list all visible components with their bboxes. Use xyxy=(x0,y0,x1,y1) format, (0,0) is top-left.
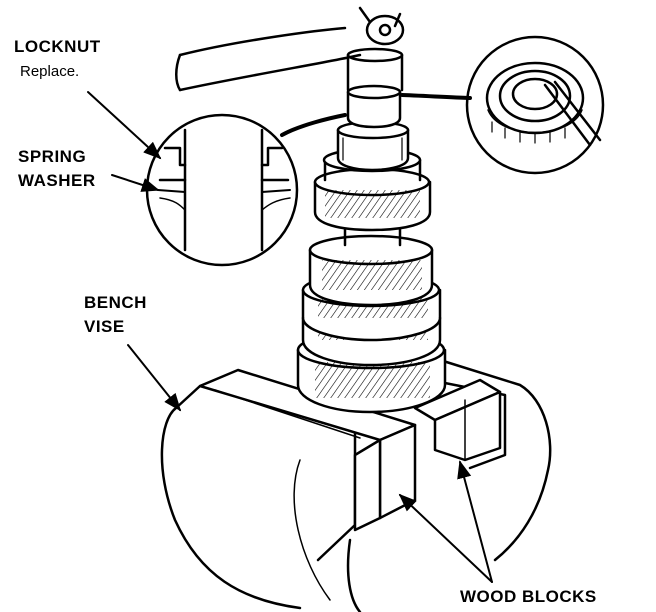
arrow-bench-vise xyxy=(128,345,182,412)
arrow-wood-block-right xyxy=(457,460,492,582)
label-washer: WASHER xyxy=(18,171,96,190)
wood-block-right-front xyxy=(435,392,500,460)
mainshaft-gear-stack xyxy=(298,49,445,412)
label-vise: VISE xyxy=(84,317,125,336)
label-locknut: LOCKNUT xyxy=(14,37,101,56)
label-locknut-note: Replace. xyxy=(20,63,80,80)
label-spring: SPRING xyxy=(18,147,87,166)
torque-wrench xyxy=(176,8,403,90)
leader-arrows xyxy=(88,92,492,582)
label-wood-blocks: WOOD BLOCKS xyxy=(460,587,597,606)
arrow-locknut xyxy=(88,92,162,160)
vise-left-body xyxy=(162,408,300,608)
detail-circle-right xyxy=(402,37,603,173)
arrow-wood-block-left xyxy=(398,493,492,582)
arrow-spring-washer xyxy=(112,175,160,192)
label-bench: BENCH xyxy=(84,293,147,312)
